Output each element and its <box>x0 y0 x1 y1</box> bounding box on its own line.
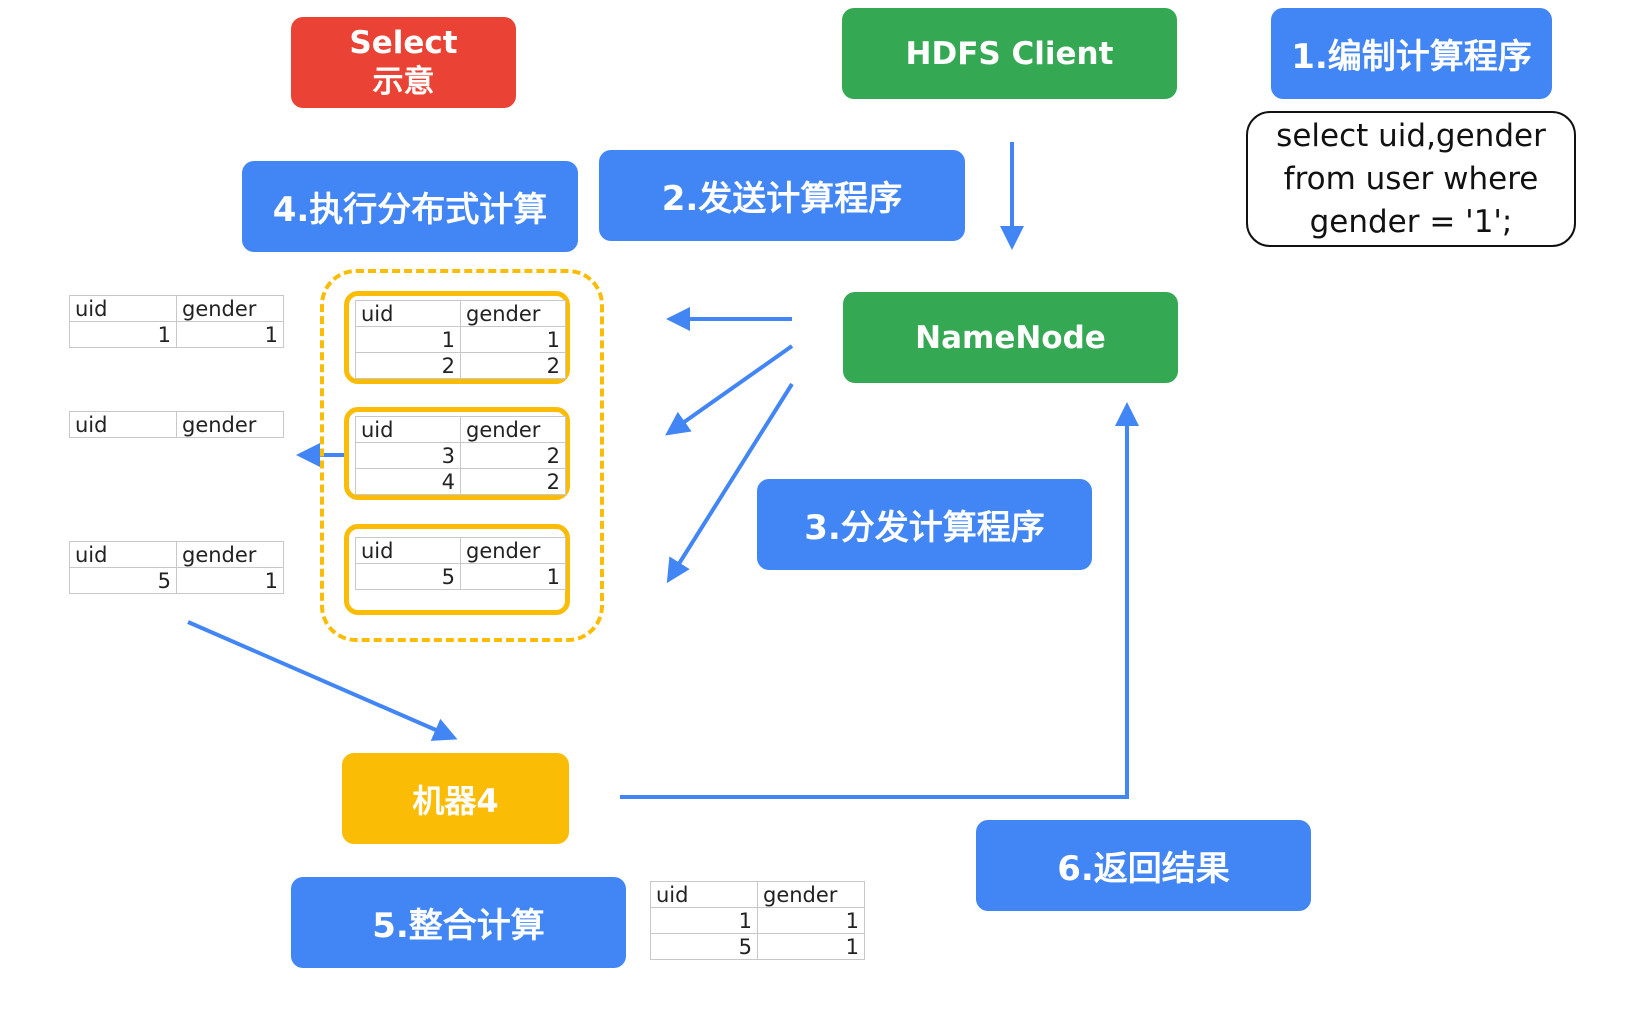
col-gender: gender <box>757 881 865 908</box>
step5-text: 5.整合计算 <box>372 906 545 946</box>
sql-query-line1: select uid,gender <box>1276 117 1546 154</box>
col-gender: gender <box>176 411 284 438</box>
col-gender: gender <box>460 537 566 564</box>
step2-label: 2.发送计算程序 <box>599 150 965 241</box>
namenode-node: NameNode <box>843 292 1178 383</box>
table-header-row: uid gender <box>69 541 284 568</box>
filtered1-table: uid gender 1 1 <box>69 295 284 348</box>
cell-uid: 1 <box>69 321 177 348</box>
col-gender: gender <box>460 416 566 443</box>
table-header-row: uid gender <box>69 411 284 438</box>
step5-label: 5.整合计算 <box>291 877 626 968</box>
arrow-filtered-to-machine4 <box>187 620 458 741</box>
cell-uid: 5 <box>69 567 177 594</box>
select-demo-line1: Select <box>349 24 458 61</box>
machine4-label: 机器4 <box>412 781 499 820</box>
table-row: 5 1 <box>69 567 284 594</box>
cell-gender: 1 <box>176 321 284 348</box>
table-row: 5 1 <box>355 563 566 590</box>
arrow-machine4-to-namenode <box>620 402 1139 799</box>
sql-query-line3: gender = '1'; <box>1309 203 1513 240</box>
cell-uid: 5 <box>355 563 461 590</box>
table-header-row: uid gender <box>650 881 865 908</box>
cell-uid: 4 <box>355 468 461 495</box>
table-header-row: uid gender <box>355 416 566 443</box>
col-uid: uid <box>355 537 461 564</box>
sql-query-line2: from user where <box>1283 160 1539 197</box>
step6-text: 6.返回结果 <box>1057 849 1230 889</box>
shard3-node: uid gender 5 1 <box>344 524 570 615</box>
cell-uid: 5 <box>650 933 758 960</box>
sql-query-box: select uid,gender from user where gender… <box>1246 111 1576 247</box>
cell-gender: 2 <box>460 442 566 469</box>
hdfs-client-node: HDFS Client <box>842 8 1177 99</box>
table-row: 2 2 <box>355 352 566 379</box>
table-row: 4 2 <box>355 468 566 495</box>
cell-gender: 1 <box>460 326 566 353</box>
filtered3-table: uid gender 5 1 <box>69 541 284 594</box>
arrow-namenode-to-shard3 <box>666 382 794 584</box>
select-demo-line2: 示意 <box>372 63 435 100</box>
table-row: 1 1 <box>355 326 566 353</box>
col-uid: uid <box>650 881 758 908</box>
step6-label: 6.返回结果 <box>976 820 1311 911</box>
namenode-label: NameNode <box>915 319 1106 356</box>
table-header-row: uid gender <box>355 537 566 564</box>
result-table: uid gender 1 1 5 1 <box>650 881 865 960</box>
table-row: 5 1 <box>650 933 865 960</box>
col-uid: uid <box>355 416 461 443</box>
step4-text: 4.执行分布式计算 <box>272 190 548 230</box>
cell-uid: 3 <box>355 442 461 469</box>
step4-label: 4.执行分布式计算 <box>242 161 578 252</box>
cell-gender: 2 <box>460 352 566 379</box>
table-row: 3 2 <box>355 442 566 469</box>
arrow-namenode-to-shard2 <box>665 344 794 436</box>
col-uid: uid <box>69 295 177 322</box>
col-gender: gender <box>460 300 566 327</box>
select-demo-label: Select 示意 <box>291 17 516 108</box>
col-uid: uid <box>69 411 177 438</box>
filtered2-table: uid gender <box>69 411 284 438</box>
col-gender: gender <box>176 295 284 322</box>
cell-gender: 2 <box>460 468 566 495</box>
hdfs-client-label: HDFS Client <box>905 35 1114 72</box>
machine4-node: 机器4 <box>342 753 569 844</box>
col-uid: uid <box>69 541 177 568</box>
cell-gender: 1 <box>460 563 566 590</box>
cell-gender: 1 <box>757 933 865 960</box>
shard3-table: uid gender 5 1 <box>355 537 566 590</box>
data-nodes-cluster <box>320 269 604 642</box>
shard2-table: uid gender 3 2 4 2 <box>355 416 566 495</box>
table-header-row: uid gender <box>69 295 284 322</box>
col-uid: uid <box>355 300 461 327</box>
cell-uid: 1 <box>355 326 461 353</box>
step1-text: 1.编制计算程序 <box>1291 37 1532 77</box>
table-header-row: uid gender <box>355 300 566 327</box>
step2-text: 2.发送计算程序 <box>661 179 903 219</box>
step3-label: 3.分发计算程序 <box>757 479 1092 570</box>
shard2-node: uid gender 3 2 4 2 <box>344 407 570 500</box>
cell-uid: 2 <box>355 352 461 379</box>
col-gender: gender <box>176 541 284 568</box>
cell-uid: 1 <box>650 907 758 934</box>
shard1-node: uid gender 1 1 2 2 <box>344 291 570 384</box>
cell-gender: 1 <box>757 907 865 934</box>
table-row: 1 1 <box>650 907 865 934</box>
cell-gender: 1 <box>176 567 284 594</box>
table-row: 1 1 <box>69 321 284 348</box>
shard1-table: uid gender 1 1 2 2 <box>355 300 566 379</box>
step1-label: 1.编制计算程序 <box>1271 8 1552 99</box>
step3-text: 3.分发计算程序 <box>804 508 1045 548</box>
